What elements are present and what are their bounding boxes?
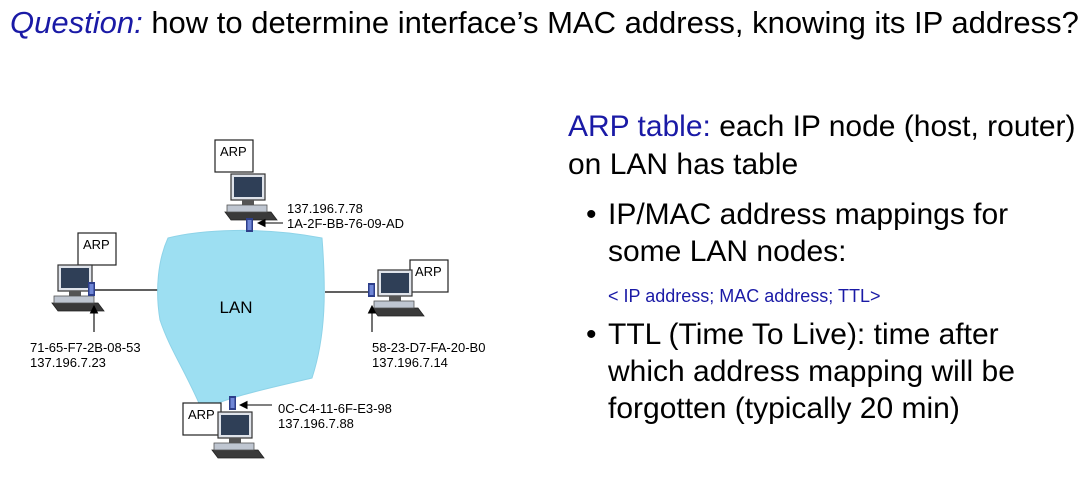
bullet-dot: •	[586, 198, 597, 231]
arp-label-top: ARP	[220, 144, 247, 159]
arp-explanation: ARP table: each IP node (host, router) o…	[568, 108, 1078, 427]
bottom-ip: 137.196.7.88	[278, 416, 354, 431]
arp-term: ARP table:	[568, 110, 711, 143]
left-ip: 137.196.7.23	[30, 355, 106, 370]
top-mac: 1A-2F-BB-76-09-AD	[287, 216, 404, 231]
host-right: ARP	[409, 259, 449, 293]
arp-description: each IP node (host, router) on LAN has t…	[568, 110, 1076, 181]
interface-left	[88, 282, 95, 296]
arp-label-right: ARP	[415, 264, 442, 279]
host-bottom: ARP	[182, 402, 222, 436]
arp-label-bottom: ARP	[188, 407, 215, 422]
bullet-dot: •	[586, 318, 597, 351]
arp-lan-diagram: LAN ARP 137.196.7.78 1A-2F-BB-76-09-AD A…	[0, 120, 560, 485]
host-left: ARP	[77, 232, 117, 266]
question: Question: how to determine interface’s M…	[10, 2, 1080, 44]
question-label: Question:	[10, 5, 143, 40]
top-ip: 137.196.7.78	[287, 201, 363, 216]
right-ip: 137.196.7.14	[372, 355, 448, 370]
bullet-mappings-text: IP/MAC address mappings for some LAN nod…	[608, 198, 1009, 268]
question-text: how to determine interface’s MAC address…	[142, 5, 1079, 40]
lan-cloud	[157, 229, 325, 411]
mapping-format: < IP address; MAC address; TTL>	[608, 286, 881, 306]
arp-table-heading: ARP table: each IP node (host, router) o…	[568, 108, 1078, 184]
interface-bottom	[229, 396, 236, 410]
bullet-list-2: • TTL (Time To Live): time after which ad…	[568, 316, 1078, 427]
left-mac: 71-65-F7-2B-08-53	[30, 340, 141, 355]
interface-top	[246, 218, 253, 232]
lan-label: LAN	[219, 298, 252, 317]
right-mac: 58-23-D7-FA-20-B0	[372, 340, 485, 355]
bullet-list: • IP/MAC address mappings for some LAN no…	[568, 196, 1078, 270]
host-top: ARP	[214, 139, 278, 221]
bullet-ttl: • TTL (Time To Live): time after which ad…	[568, 316, 1078, 427]
bullet-mappings: • IP/MAC address mappings for some LAN no…	[568, 196, 1078, 270]
bottom-mac: 0C-C4-11-6F-E3-98	[278, 401, 392, 416]
bullet-ttl-text: TTL (Time To Live): time after which add…	[608, 318, 1015, 425]
interface-right	[368, 283, 375, 297]
arp-label-left: ARP	[83, 237, 110, 252]
